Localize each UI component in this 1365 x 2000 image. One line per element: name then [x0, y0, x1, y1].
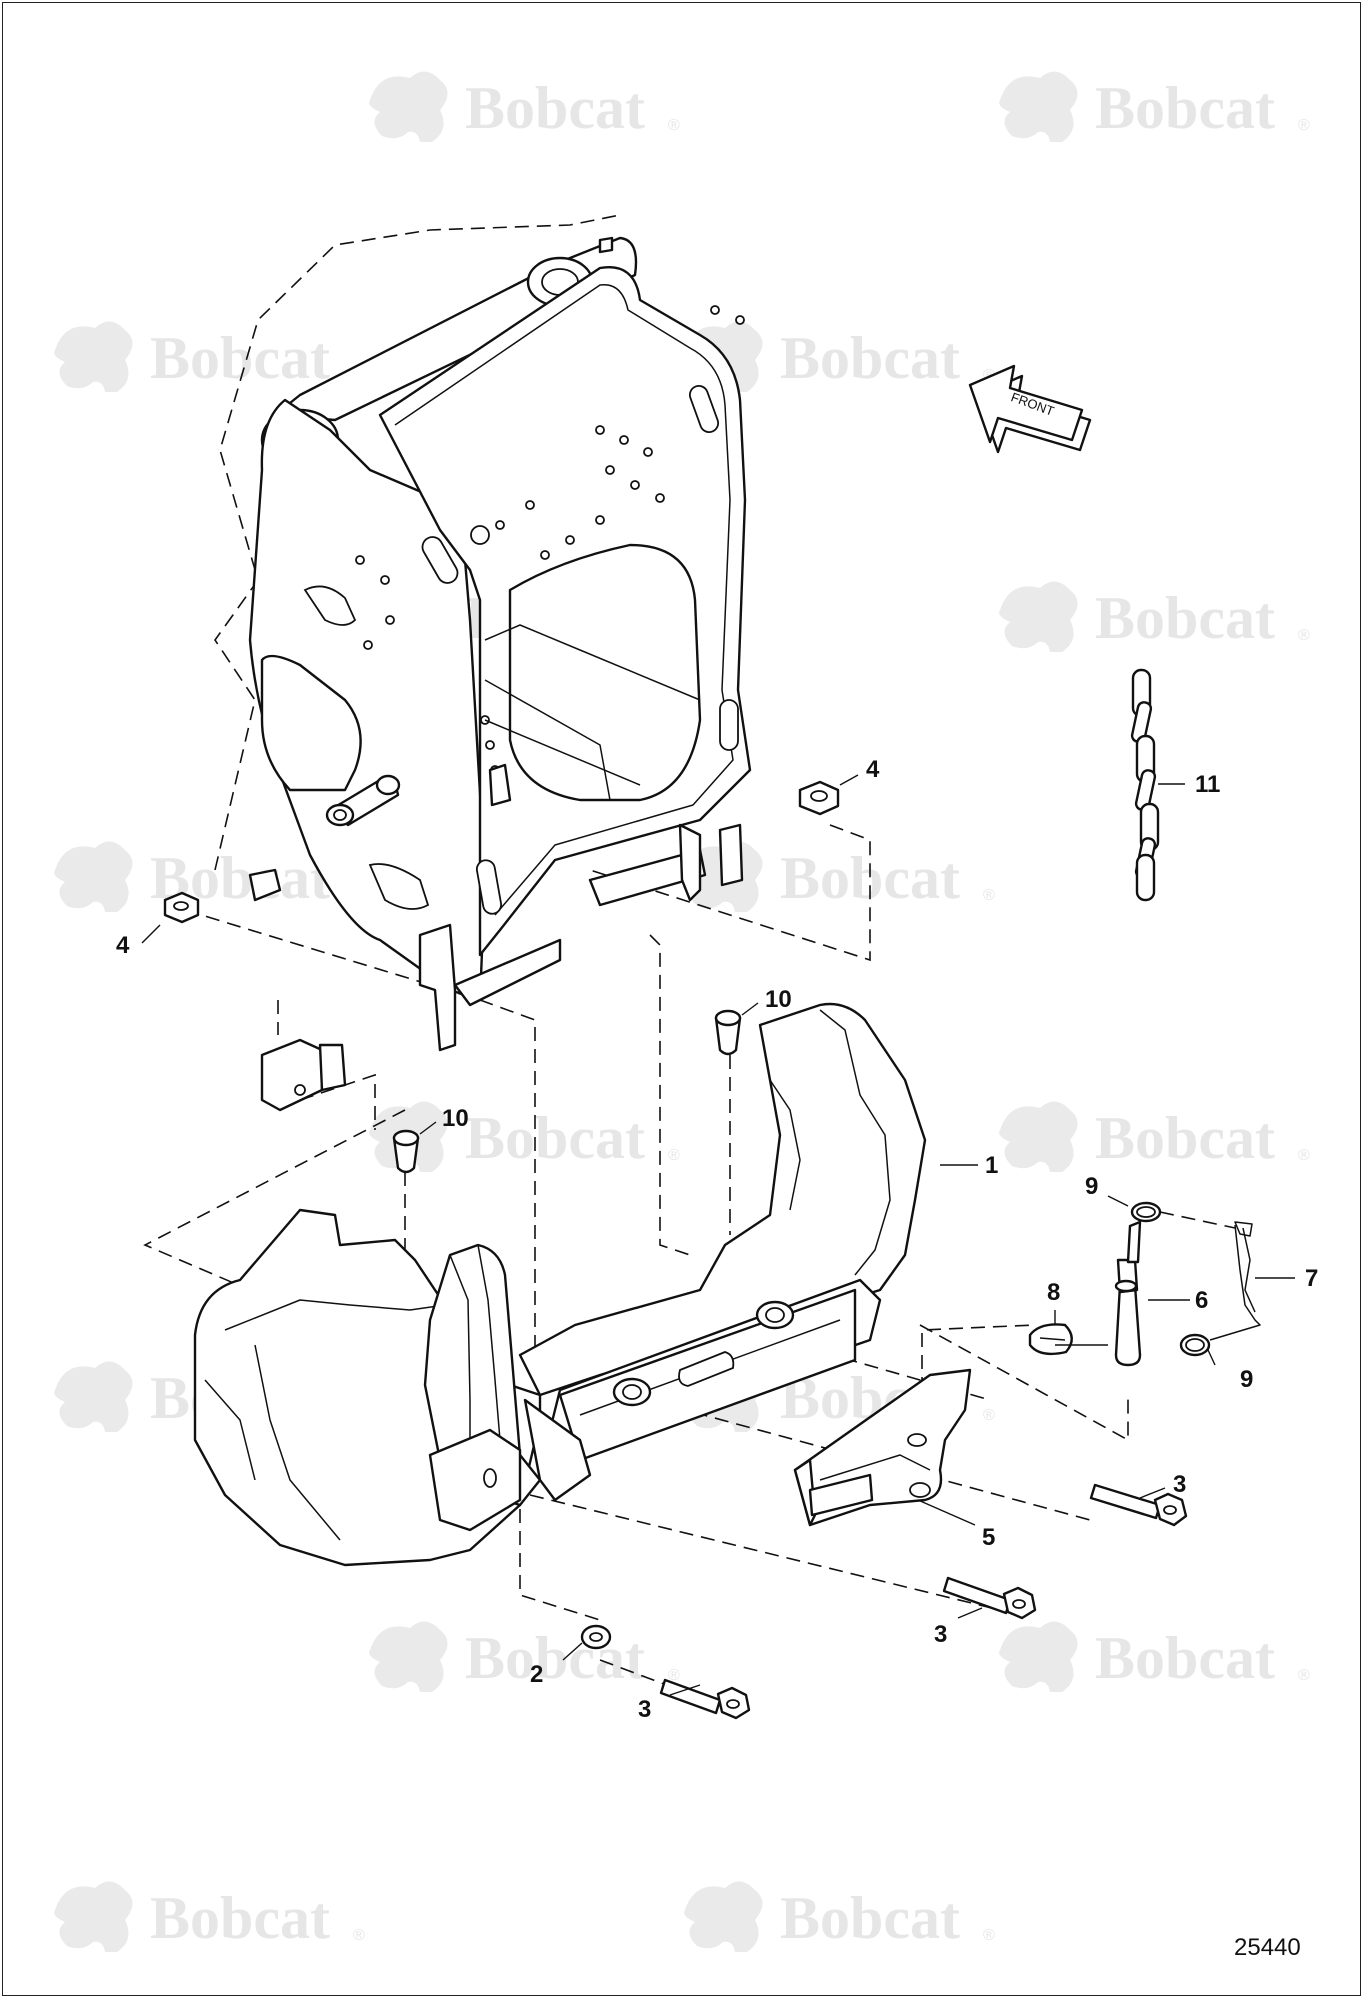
watermark-logo-icon [999, 581, 1078, 652]
chain [1130, 668, 1160, 902]
watermark-brand: Bobcat [780, 845, 960, 911]
watermark-logo-icon [999, 71, 1078, 142]
watermark-logo-icon [54, 321, 133, 392]
callout-8: 8 [1047, 1279, 1060, 1306]
watermark-brand: Bobcat [780, 325, 960, 391]
watermark-brand: Bobcat [1095, 1625, 1275, 1691]
watermark-registered: ® [1298, 117, 1310, 134]
callout-7: 7 [1305, 1265, 1318, 1292]
callout-1: 1 [985, 1152, 998, 1179]
watermark-15: Bobcat ® [684, 1881, 995, 1952]
watermark-brand: Bobcat [465, 1105, 645, 1171]
watermark-registered: ® [1298, 627, 1310, 644]
callout-3-upper: 3 [1173, 1471, 1186, 1498]
callout-6: 6 [1195, 1287, 1208, 1314]
watermark-logo-icon [54, 1361, 133, 1432]
watermark-logo-icon [54, 841, 133, 912]
watermark-13: Bobcat ® [999, 1621, 1310, 1692]
watermark-14: Bobcat ® [54, 1881, 365, 1952]
callout-leaders [141, 774, 1295, 1696]
watermark-registered: ® [1298, 1667, 1310, 1684]
watermark-3: Bobcat® [684, 321, 995, 392]
watermark-logo-icon [999, 1621, 1078, 1692]
bolt-1 [1089, 1483, 1188, 1527]
bracket [793, 1368, 972, 1527]
callout-3-lower: 3 [638, 1696, 651, 1723]
watermark-registered: ® [668, 117, 680, 134]
plug-right [714, 1009, 742, 1056]
watermark-brand: Bobcat [1095, 1105, 1275, 1171]
lynch-clip [1028, 1323, 1073, 1356]
watermark-12: Bobcat ® [369, 1621, 680, 1692]
watermark-brand: Bobcat [465, 1625, 645, 1691]
drawing-number: 25440 [1234, 1934, 1301, 1961]
ring-upper [1130, 1201, 1162, 1223]
washer [580, 1624, 612, 1650]
watermark-brand: Bobcat [465, 75, 645, 141]
watermark-registered: ® [668, 1667, 680, 1684]
bolt-2 [942, 1576, 1037, 1620]
front-arrow: FRONT [968, 364, 1092, 454]
watermark-brand: Bobcat [780, 1885, 960, 1951]
watermark-registered: ® [668, 1147, 680, 1164]
callout-11: 11 [1195, 771, 1220, 798]
watermark-1: Bobcat ® [999, 71, 1310, 142]
watermark-7: Bobcat ® [684, 841, 995, 912]
callout-3-middle: 3 [934, 1621, 947, 1648]
watermark-brand: Bobcat [1095, 75, 1275, 141]
watermark-brand: Bobcat [150, 1885, 330, 1951]
watermark-logo-icon [369, 1621, 448, 1692]
callout-9-upper: 9 [1085, 1173, 1098, 1200]
watermark-registered: ® [353, 1927, 365, 1944]
watermark-logo-icon [54, 1881, 133, 1952]
watermark-registered: ® [983, 887, 995, 904]
watermark-registered: ® [983, 1927, 995, 1944]
watermark-registered: ® [1298, 1147, 1310, 1164]
callout-2: 2 [530, 1661, 543, 1688]
pin [1114, 1220, 1142, 1367]
watermark-registered: ® [983, 1407, 995, 1424]
watermark-brand: Bobcat [150, 325, 330, 391]
frame-hole-pattern [355, 305, 745, 775]
callout-4-right: 4 [866, 756, 880, 783]
callout-labels: 1 2 3 3 3 4 4 5 6 7 8 9 9 10 10 11 [116, 756, 1318, 1723]
watermark-2: Bobcat® [54, 321, 365, 392]
callout-5: 5 [982, 1524, 995, 1551]
watermark-5: Bobcat ® [999, 581, 1310, 652]
watermark-brand: Bobcat [1095, 585, 1275, 651]
mount-frame [248, 236, 752, 1112]
callout-10-right: 10 [765, 986, 792, 1013]
ring-lower [1179, 1333, 1211, 1357]
counterweight [193, 1002, 927, 1567]
nut-right [798, 780, 840, 816]
watermark-logo-icon [684, 1881, 763, 1952]
watermark-8: Bobcat ® [369, 1101, 680, 1172]
watermark-logo-icon [369, 71, 448, 142]
plug-left [392, 1129, 420, 1174]
callout-9-lower: 9 [1240, 1366, 1253, 1393]
bolt-3 [659, 1678, 751, 1720]
watermark-logo-icon [999, 1101, 1078, 1172]
lanyard [1159, 1211, 1261, 1341]
callout-10-left: 10 [442, 1105, 469, 1132]
watermark-0: Bobcat ® [369, 71, 680, 142]
nut-left [163, 891, 200, 924]
watermark-9: Bobcat ® [999, 1101, 1310, 1172]
callout-4-left: 4 [116, 932, 130, 959]
